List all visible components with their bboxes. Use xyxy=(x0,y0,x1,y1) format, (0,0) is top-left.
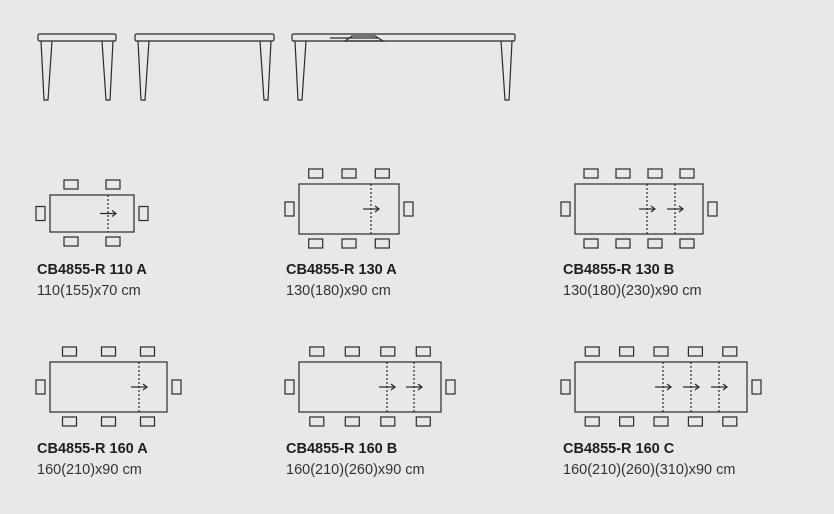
chair xyxy=(63,179,79,190)
chair xyxy=(139,416,156,427)
end-chair-right xyxy=(445,379,456,395)
side-view-extended xyxy=(291,33,516,101)
chair xyxy=(584,346,600,357)
variant-dimensions-label: 130(180)(230)x90 cm xyxy=(563,283,702,299)
table-top xyxy=(298,183,400,235)
chair xyxy=(722,346,738,357)
chair xyxy=(647,238,663,249)
chair xyxy=(618,416,635,427)
table-top xyxy=(298,361,442,413)
top-view-3 xyxy=(560,168,718,249)
extension-arrow-head xyxy=(111,210,117,217)
variant-model-label: CB4855-R 130 B xyxy=(563,262,675,278)
end-chair-left xyxy=(35,379,46,395)
chair xyxy=(374,238,390,249)
chair xyxy=(61,346,78,357)
extension-arrow-head xyxy=(694,383,700,391)
end-chair-right xyxy=(707,201,718,217)
chair xyxy=(584,416,600,427)
top-view-1 xyxy=(35,179,149,247)
chair xyxy=(380,416,396,427)
table-top xyxy=(574,361,748,413)
chair xyxy=(618,346,635,357)
end-chair-left xyxy=(560,201,571,217)
extension-arrow-head xyxy=(650,205,656,213)
chair xyxy=(63,236,79,247)
end-chair-left xyxy=(284,379,295,395)
extension-arrow-head xyxy=(666,383,672,391)
variant-model-label: CB4855-R 160 A xyxy=(37,441,148,457)
top-view-6 xyxy=(560,346,762,427)
chair xyxy=(100,346,117,357)
extension-arrow-head xyxy=(390,383,396,391)
end-chair-left xyxy=(35,205,46,222)
extension-arrow-head xyxy=(142,383,148,391)
table-top xyxy=(49,361,168,413)
extension-arrow-head xyxy=(374,205,380,213)
chair xyxy=(344,346,360,357)
variant-model-label: CB4855-R 160 B xyxy=(286,441,398,457)
chair xyxy=(647,168,663,179)
extension-arrow-head xyxy=(417,383,423,391)
chair xyxy=(679,168,695,179)
chair xyxy=(105,236,121,247)
variant-model-label: CB4855-R 130 A xyxy=(286,262,397,278)
chair xyxy=(341,238,357,249)
chair xyxy=(722,416,738,427)
chair xyxy=(653,346,669,357)
chair xyxy=(687,346,704,357)
chair xyxy=(615,168,631,179)
chair xyxy=(308,168,324,179)
chair xyxy=(308,238,324,249)
chair xyxy=(139,346,156,357)
chair xyxy=(100,416,117,427)
variant-model-label: CB4855-R 110 A xyxy=(37,262,147,278)
chair xyxy=(380,346,396,357)
top-view-5 xyxy=(284,346,456,427)
chair xyxy=(687,416,704,427)
chair xyxy=(374,168,390,179)
top-view-4 xyxy=(35,346,182,427)
top-view-configurations xyxy=(35,168,762,427)
end-chair-left xyxy=(560,379,571,395)
chair xyxy=(309,416,325,427)
end-chair-left xyxy=(284,201,295,217)
chair xyxy=(344,416,360,427)
chair xyxy=(341,168,357,179)
top-view-2 xyxy=(284,168,414,249)
variant-dimensions-label: 160(210)(260)(310)x90 cm xyxy=(563,462,736,478)
chair xyxy=(415,416,431,427)
end-chair-right xyxy=(403,201,414,217)
chair xyxy=(583,238,599,249)
extension-arrow-head xyxy=(678,205,684,213)
side-view-compact xyxy=(37,33,117,101)
chair xyxy=(653,416,669,427)
variant-dimensions-label: 160(210)x90 cm xyxy=(37,462,142,478)
variant-dimensions-label: 110(155)x70 cm xyxy=(37,283,141,299)
extension-arrow-head xyxy=(722,383,728,391)
table-top xyxy=(49,194,135,233)
side-view-closed xyxy=(134,33,275,101)
variant-dimensions-label: 160(210)(260)x90 cm xyxy=(286,462,425,478)
variant-model-label: CB4855-R 160 C xyxy=(563,441,675,457)
chair xyxy=(415,346,431,357)
chair xyxy=(309,346,325,357)
variant-dimensions-label: 130(180)x90 cm xyxy=(286,283,391,299)
chair xyxy=(61,416,78,427)
chair xyxy=(105,179,121,190)
end-chair-right xyxy=(751,379,762,395)
chair xyxy=(615,238,631,249)
end-chair-right xyxy=(138,205,149,222)
chair xyxy=(583,168,599,179)
end-chair-right xyxy=(171,379,182,395)
table-top xyxy=(574,183,704,235)
chair xyxy=(679,238,695,249)
